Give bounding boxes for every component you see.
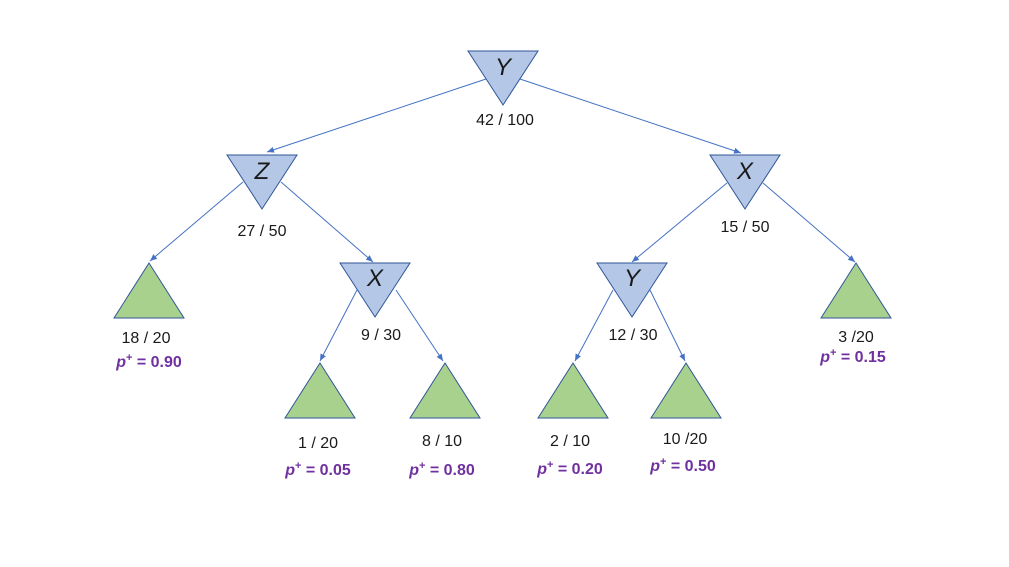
leaf-5: [650, 362, 722, 419]
leaf-3: [409, 362, 481, 419]
node-root: [467, 50, 539, 106]
leaf-5-probability: p+ = 0.50: [649, 456, 716, 475]
node-root-variable: Y: [495, 54, 513, 81]
leaf-1: [113, 262, 185, 319]
edge-root-left: [266, 78, 487, 153]
leaf-4-probability: p+ = 0.20: [536, 459, 603, 478]
edge-rightleft-leaf5: [649, 289, 686, 362]
leaf-3-probability: p+ = 0.80: [408, 460, 475, 479]
edge-rightleft-leaf4: [574, 289, 614, 362]
node-right-left: [596, 262, 668, 318]
leaf-2: [284, 362, 356, 419]
leaf-5-count: 10 /20: [663, 431, 708, 448]
node-left-right-variable: X: [366, 265, 384, 292]
node-right-left-variable: Y: [624, 265, 642, 292]
node-right: [709, 154, 781, 210]
edge-right-rightleft: [631, 182, 728, 263]
leaf-4: [537, 362, 609, 419]
leaf-2-count: 1 / 20: [298, 435, 338, 452]
node-right-count: 15 / 50: [721, 219, 770, 236]
edge-left-right: [280, 181, 374, 263]
leaf-1-probability: p+ = 0.90: [115, 352, 182, 371]
node-root-count: 42 / 100: [476, 112, 534, 129]
node-left-right-count: 9 / 30: [361, 327, 401, 344]
node-left-variable: Z: [254, 158, 271, 185]
node-left: [226, 154, 298, 210]
leaf-3-count: 8 / 10: [422, 433, 462, 450]
edge-leftright-leaf2: [319, 289, 358, 362]
node-left-count: 27 / 50: [238, 223, 287, 240]
leaf-6-count: 3 /20: [838, 329, 874, 346]
edge-right-leaf6: [762, 182, 856, 263]
edge-root-right: [519, 78, 742, 154]
leaf-4-count: 2 / 10: [550, 433, 590, 450]
node-right-left-count: 12 / 30: [609, 327, 658, 344]
edge-leftright-leaf3: [395, 289, 444, 362]
edges: [149, 78, 856, 362]
edge-left-leaf1: [149, 181, 244, 262]
leaf-1-count: 18 / 20: [122, 330, 171, 347]
leaf-nodes: 18 / 20 p+ = 0.90 1 / 20 p+ = 0.05 8 / 1…: [113, 262, 892, 479]
leaf-2-probability: p+ = 0.05: [284, 460, 351, 479]
leaf-6-probability: p+ = 0.15: [819, 347, 886, 366]
node-right-variable: X: [736, 158, 754, 185]
internal-nodes: Y 42 / 100 Z 27 / 50 X 15 / 50 X 9 / 30 …: [226, 50, 781, 344]
node-left-right: [339, 262, 411, 318]
leaf-6: [820, 262, 892, 319]
